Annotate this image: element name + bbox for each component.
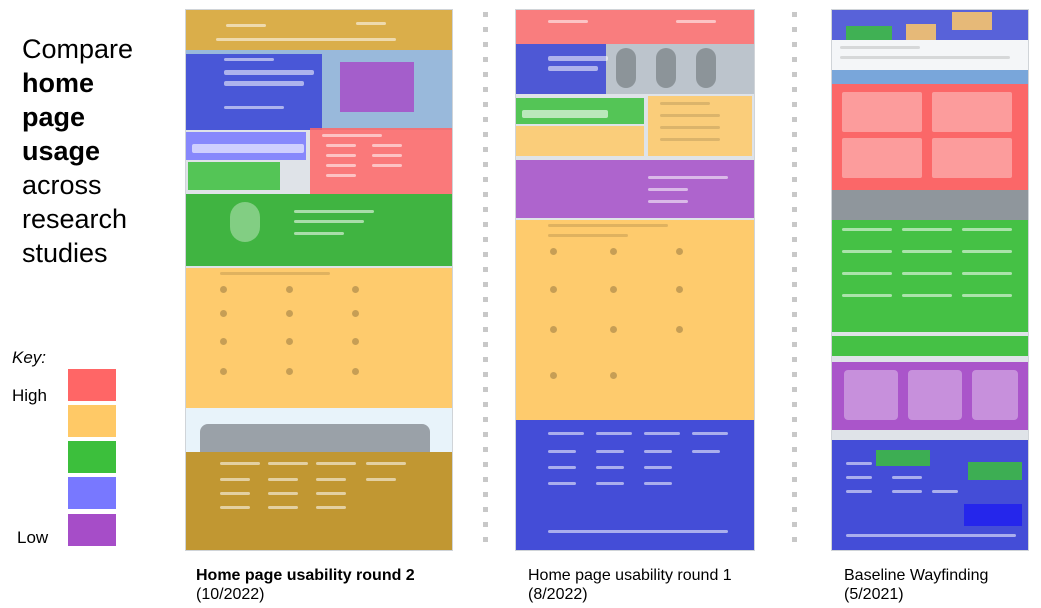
separator-dots — [792, 12, 798, 552]
heat-spotlight-images — [832, 362, 1028, 430]
heat-header — [186, 10, 452, 50]
heat-carousel — [832, 336, 1028, 356]
heat-header — [516, 10, 754, 44]
diagram-title: Compare home page usage across research … — [22, 32, 172, 270]
heat-footer-link — [968, 462, 1022, 480]
study-name: Baseline Wayfinding — [844, 567, 989, 584]
key-swatch-medium — [68, 441, 116, 473]
caption-round-1: Home page usability round 1 (8/2022) — [528, 566, 778, 604]
heat-hero-text — [186, 54, 322, 130]
heatmap-round-1 — [516, 10, 754, 550]
key-low-label: Low — [17, 528, 49, 547]
study-name: Home page usability round 1 — [528, 567, 732, 584]
study-date: (5/2021) — [844, 586, 904, 603]
heat-feature-links — [832, 220, 1028, 332]
heat-footer-link — [964, 504, 1022, 526]
heat-menu-item — [952, 12, 992, 30]
study-date: (8/2022) — [528, 586, 588, 603]
heat-feature-story — [186, 194, 452, 266]
heat-hero-image — [340, 62, 414, 112]
study-date: (10/2022) — [196, 586, 265, 603]
key-swatch-medium-low — [68, 477, 116, 509]
heat-footer — [186, 452, 452, 550]
key-swatch-medium-high — [68, 405, 116, 437]
key-swatch-high — [68, 369, 116, 401]
heat-other-searches — [188, 162, 280, 190]
heatmap-round-2 — [186, 10, 452, 550]
key-label: Key: — [12, 348, 47, 367]
caption-baseline: Baseline Wayfinding (5/2021) — [844, 566, 1034, 604]
heat-common-tasks — [648, 96, 752, 156]
heat-benefits-list — [516, 220, 754, 420]
title-line: home — [22, 68, 95, 98]
veterans-photo-strip — [832, 190, 1028, 220]
alert-banner — [832, 40, 1028, 70]
heat-logo-area — [846, 26, 892, 40]
key-high-label: High — [12, 386, 47, 405]
heat-footer — [516, 420, 754, 550]
heat-other-searches — [516, 126, 644, 156]
title-line: Compare — [22, 34, 134, 64]
heat-footer — [832, 440, 1028, 550]
heat-news-spotlight — [516, 160, 754, 218]
heat-benefits-list — [186, 268, 452, 408]
heatmap-baseline — [832, 10, 1028, 550]
separator-dots — [483, 12, 489, 552]
title-line: page — [22, 102, 86, 132]
heat-footer-link — [876, 450, 930, 466]
caption-round-2: Home page usability round 2 (10/2022) — [196, 566, 466, 604]
heat-menu-item — [906, 24, 936, 40]
heat-popular-links — [310, 128, 452, 194]
title-line: studies — [22, 238, 108, 268]
study-name: Home page usability round 2 — [196, 567, 415, 584]
key-swatch-low — [68, 514, 116, 546]
title-line: across — [22, 170, 102, 200]
title-line: research — [22, 204, 128, 234]
heat-section-heading — [832, 70, 1028, 84]
title-line: usage — [22, 136, 101, 166]
heat-benefits-grid — [832, 84, 1028, 190]
